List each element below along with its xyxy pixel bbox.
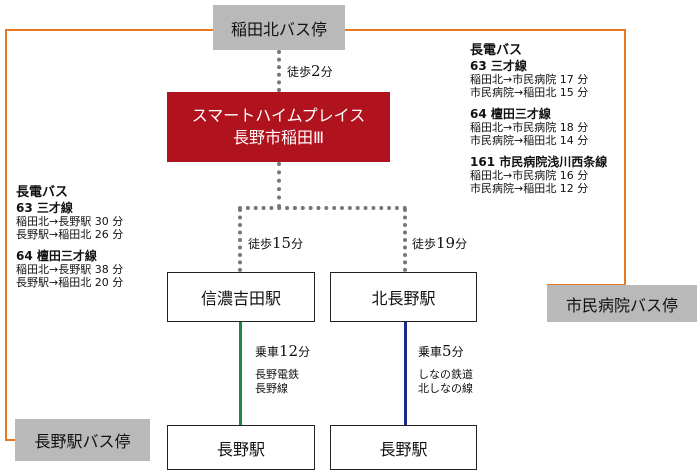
- walk-time-kita: 徒歩19分: [412, 234, 468, 252]
- bus-route-line: [5, 29, 213, 31]
- bus-route-line: [345, 29, 626, 31]
- nagano-dentetsu-line: [239, 322, 242, 425]
- bus-route-line: [624, 29, 626, 286]
- nagano-station: 長野駅: [330, 425, 477, 470]
- bus-route-line: [5, 29, 7, 441]
- nagano-eki-bus-stop: 長野駅バス停: [15, 419, 150, 461]
- kita-nagano-station: 北長野駅: [330, 272, 477, 322]
- walk-time-yoshida: 徒歩15分: [248, 234, 304, 252]
- walk-line: [277, 50, 281, 92]
- ride-yoshida: 乗車12分 長野電鉄 長野線: [255, 342, 311, 395]
- bus-info-right: 長電バス 63 三才線 稲田北→市民病院 17 分 市民病院→稲田北 15 分 …: [470, 43, 608, 195]
- destination-box: スマートハイムプレイス 長野市稲田Ⅲ: [167, 92, 390, 162]
- inada-kita-bus-stop: 稲田北バス停: [213, 5, 345, 50]
- walk-time-bus: 徒歩2分: [287, 62, 333, 80]
- walk-line: [277, 162, 281, 208]
- destination-address: 長野市稲田Ⅲ: [232, 128, 325, 147]
- ride-kita: 乗車5分 しなの鉄道 北しなの線: [418, 342, 473, 395]
- shinano-railway-line: [404, 322, 407, 425]
- shimin-byoin-bus-stop: 市民病院バス停: [547, 285, 697, 322]
- bus-route-line: [5, 439, 17, 441]
- destination-name: スマートハイムプレイス: [191, 106, 366, 125]
- shinano-yoshida-station: 信濃吉田駅: [167, 272, 315, 322]
- walk-line: [238, 208, 242, 272]
- nagano-station: 長野駅: [167, 425, 315, 470]
- walk-line: [238, 206, 407, 210]
- bus-info-left: 長電バス 63 三才線 稲田北→長野駅 30 分 長野駅→稲田北 26 分 64…: [16, 185, 124, 289]
- walk-line: [403, 208, 407, 272]
